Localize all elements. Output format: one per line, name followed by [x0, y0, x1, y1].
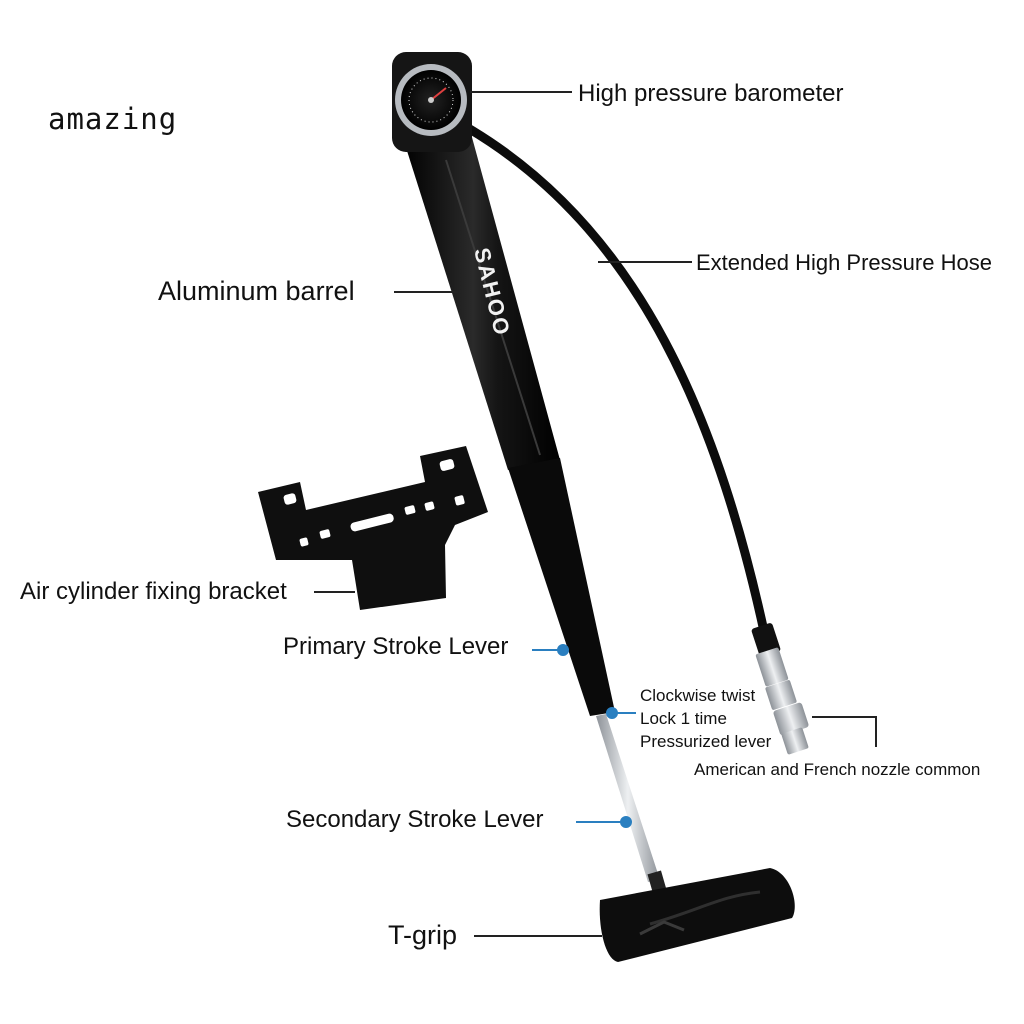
high-pressure-hose [463, 123, 773, 655]
t-handle-icon [599, 868, 795, 962]
leader-lines [314, 91, 877, 937]
label-hose: Extended High Pressure Hose [696, 250, 992, 275]
label-primary-lever: Primary Stroke Lever [283, 633, 509, 660]
label-t-grip: T-grip [388, 920, 458, 950]
secondary-stroke-shaft [596, 714, 667, 894]
mounting-bracket-icon [258, 446, 488, 610]
label-bracket: Air cylinder fixing bracket [20, 578, 287, 605]
label-nozzle: American and French nozzle common [694, 760, 981, 779]
label-twist-line2: Lock 1 time [640, 709, 727, 728]
watermark-text: amazing [48, 102, 178, 136]
pressure-gauge-icon [392, 52, 472, 152]
label-barometer: High pressure barometer [578, 80, 844, 107]
lever-markers [532, 644, 636, 828]
label-twist-line1: Clockwise twist [640, 686, 756, 705]
label-twist-line3: Pressurized lever [640, 732, 772, 751]
label-secondary-lever: Secondary Stroke Lever [286, 806, 544, 833]
label-barrel: Aluminum barrel [158, 276, 355, 306]
hose-nozzle-icon [751, 623, 809, 755]
aluminum-barrel: SAHOO [402, 130, 615, 716]
